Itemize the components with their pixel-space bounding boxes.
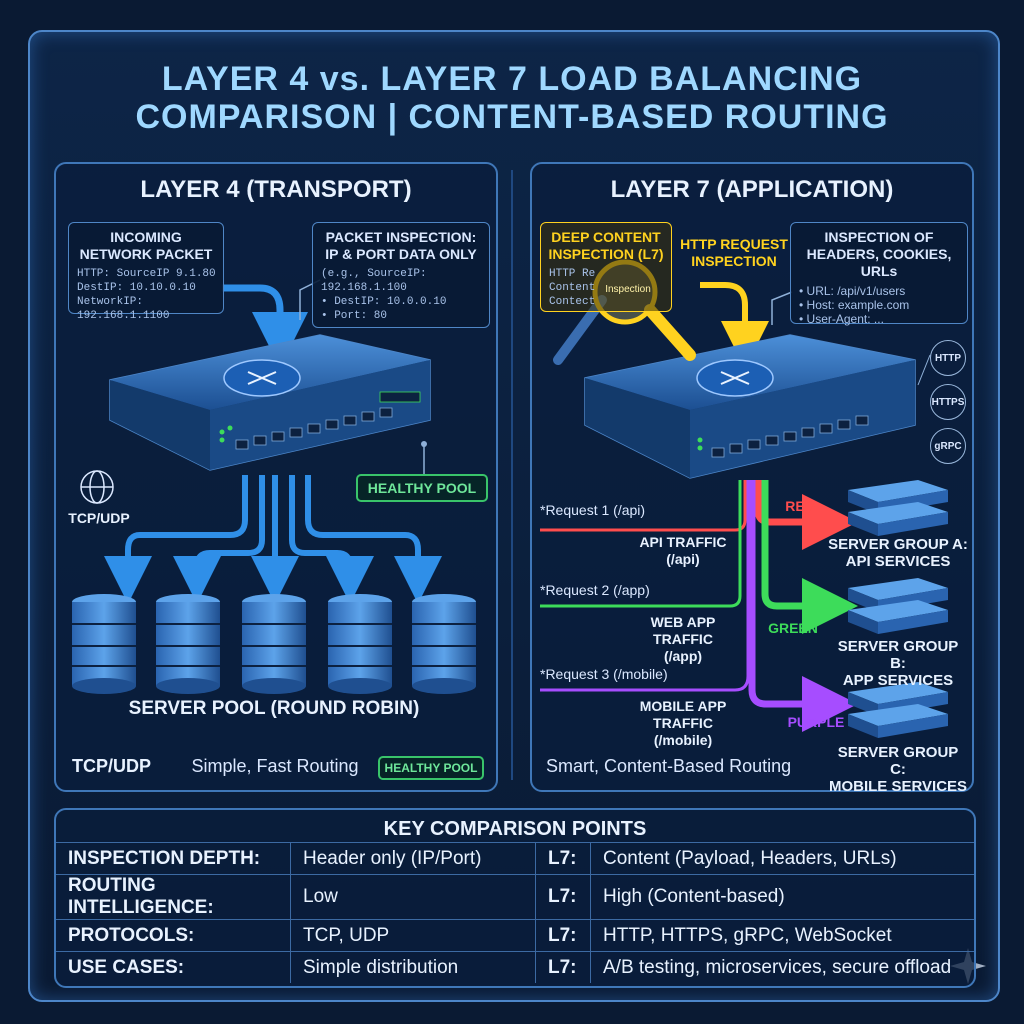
l4-incoming-arrow bbox=[222, 284, 308, 368]
request-2-line bbox=[540, 480, 742, 608]
deep-content-line-1: HTTP Re bbox=[549, 268, 596, 280]
row-l4-value: Simple distribution bbox=[290, 951, 536, 983]
key-comparison-title: KEY COMPARISON POINTS bbox=[383, 818, 647, 840]
row-l7-value: A/B testing, microservices, secure offlo… bbox=[590, 951, 974, 983]
deep-content-heading: DEEP CONTENT INSPECTION (L7) bbox=[548, 229, 664, 262]
row-label: PROTOCOLS: bbox=[56, 919, 291, 952]
incoming-packet-box: INCOMING NETWORK PACKET HTTP: SourceIP 9… bbox=[68, 222, 224, 322]
packet-inspection-line-1: (e.g., SourceIP: 192.168.1.100 bbox=[321, 268, 427, 294]
footer-l4-desc: Simple, Fast Routing bbox=[191, 756, 359, 776]
packet-inspection-line-2: • DestIP: 10.0.0.10 bbox=[321, 296, 447, 308]
l4-load-balancer-device bbox=[109, 334, 431, 471]
mobile-app-traffic-label: MOBILE APP TRAFFIC (/mobile) bbox=[639, 698, 727, 748]
header-inspection-line-3: • User-Agent: ... bbox=[799, 312, 884, 326]
purple-route-arrow bbox=[748, 480, 858, 732]
incoming-line-2: DestIP: 10.10.0.10 bbox=[77, 282, 196, 294]
healthy-pool-badge: HEALTHY POOL bbox=[356, 474, 488, 502]
web-app-traffic-label: WEB APP TRAFFIC (/app) bbox=[650, 614, 716, 664]
l7-server-groups bbox=[848, 480, 948, 738]
deep-content-inspection-box: DEEP CONTENT INSPECTION (L7) HTTP Re Con… bbox=[540, 222, 672, 312]
row-label: INSPECTION DEPTH: bbox=[56, 842, 291, 875]
magnifier-label: Inspection bbox=[605, 284, 651, 295]
l7-load-balancer-device bbox=[584, 334, 916, 479]
l4-server-pool bbox=[72, 594, 476, 694]
incoming-line-3: NetworkIP: 192.168.1.1100 bbox=[77, 296, 170, 322]
row-l7-tag: L7: bbox=[535, 919, 591, 952]
table-row: PROTOCOLS: TCP, UDP L7: HTTP, HTTPS, gRP… bbox=[56, 919, 974, 952]
footer-l7-desc: Smart, Content-Based Routing bbox=[546, 756, 792, 776]
row-l7-tag: L7: bbox=[535, 874, 591, 920]
table-row: USE CASES: Simple distribution L7: A/B t… bbox=[56, 951, 974, 983]
l4-fanout-arrows bbox=[104, 475, 442, 604]
header-inspection-heading: INSPECTION OF HEADERS, COOKIES, URLs bbox=[806, 229, 952, 279]
footer-protocol: TCP/UDP bbox=[72, 756, 152, 776]
api-traffic-label: API TRAFFIC (/api) bbox=[639, 534, 727, 567]
header-inspection-line-1: • URL: /api/v1/users bbox=[799, 284, 906, 298]
globe-icon bbox=[80, 470, 114, 504]
deep-content-line-3: Contect bbox=[549, 296, 596, 308]
incoming-line-1: HTTP: SourceIP 9.1.80 bbox=[77, 268, 216, 280]
layer7-title: LAYER 7 (APPLICATION) bbox=[610, 176, 894, 203]
table-row: INSPECTION DEPTH: Header only (IP/Port) … bbox=[56, 842, 974, 875]
row-l7-value: Content (Payload, Headers, URLs) bbox=[590, 842, 974, 875]
red-route-arrow bbox=[754, 480, 858, 550]
title-line-1: LAYER 4 vs. LAYER 7 LOAD BALANCING bbox=[161, 60, 863, 98]
row-l7-tag: L7: bbox=[535, 951, 591, 983]
packet-inspection-heading: PACKET INSPECTION: IP & PORT DATA ONLY bbox=[325, 229, 477, 262]
row-l7-value: HTTP, HTTPS, gRPC, WebSocket bbox=[590, 919, 974, 952]
request-1-line bbox=[540, 480, 747, 532]
header-inspection-line-2: • Host: example.com bbox=[799, 298, 910, 312]
server-group-a-label: SERVER GROUP A: API SERVICES bbox=[828, 536, 968, 570]
header-inspection-box: INSPECTION OF HEADERS, COOKIES, URLs • U… bbox=[790, 222, 968, 326]
row-label: ROUTING INTELLIGENCE: bbox=[56, 874, 291, 920]
row-l7-tag: L7: bbox=[535, 842, 591, 875]
packet-inspection-box: PACKET INSPECTION: IP & PORT DATA ONLY (… bbox=[312, 222, 490, 328]
row-l4-value: Low bbox=[290, 874, 536, 920]
green-route-label: GREEN bbox=[768, 620, 818, 636]
request-2-label: *Request 2 (/app) bbox=[540, 582, 650, 598]
http-protocol-icon: HTTP bbox=[930, 340, 966, 376]
row-l4-value: Header only (IP/Port) bbox=[290, 842, 536, 875]
server-group-c-label: SERVER GROUP C: MOBILE SERVICES bbox=[828, 744, 968, 795]
table-row: ROUTING INTELLIGENCE: Low L7: High (Cont… bbox=[56, 874, 974, 920]
l7-http-request-arrow bbox=[700, 282, 769, 369]
green-route-arrow bbox=[761, 480, 858, 634]
layer4-title: LAYER 4 (TRANSPORT) bbox=[140, 176, 412, 203]
server-group-b-label: SERVER GROUP B: APP SERVICES bbox=[837, 638, 959, 689]
request-3-label: *Request 3 (/mobile) bbox=[540, 666, 668, 682]
https-protocol-icon: HTTPS bbox=[930, 384, 966, 420]
footer-healthy-pool-badge: HEALTHY POOL bbox=[378, 756, 484, 780]
key-comparison-table: INSPECTION DEPTH: Header only (IP/Port) … bbox=[56, 842, 974, 983]
http-request-inspection-label: HTTP REQUEST INSPECTION bbox=[680, 236, 788, 269]
packet-inspection-line-3: • Port: 80 bbox=[321, 310, 388, 322]
tcp-udp-label: TCP/UDP bbox=[68, 510, 130, 526]
red-route-label: RED bbox=[785, 498, 815, 514]
purple-route-label: PURPLE bbox=[787, 714, 845, 730]
incoming-packet-heading: INCOMING NETWORK PACKET bbox=[79, 229, 213, 262]
row-l4-value: TCP, UDP bbox=[290, 919, 536, 952]
request-3-line bbox=[540, 480, 750, 692]
row-label: USE CASES: bbox=[56, 951, 291, 983]
title-line-2: COMPARISON | CONTENT-BASED ROUTING bbox=[135, 98, 889, 136]
request-1-label: *Request 1 (/api) bbox=[540, 502, 646, 518]
server-pool-label: SERVER POOL (ROUND ROBIN) bbox=[128, 698, 420, 719]
deep-content-line-2: Content bbox=[549, 282, 596, 294]
grpc-protocol-icon: gRPC bbox=[930, 428, 966, 464]
row-l7-value: High (Content-based) bbox=[590, 874, 974, 920]
